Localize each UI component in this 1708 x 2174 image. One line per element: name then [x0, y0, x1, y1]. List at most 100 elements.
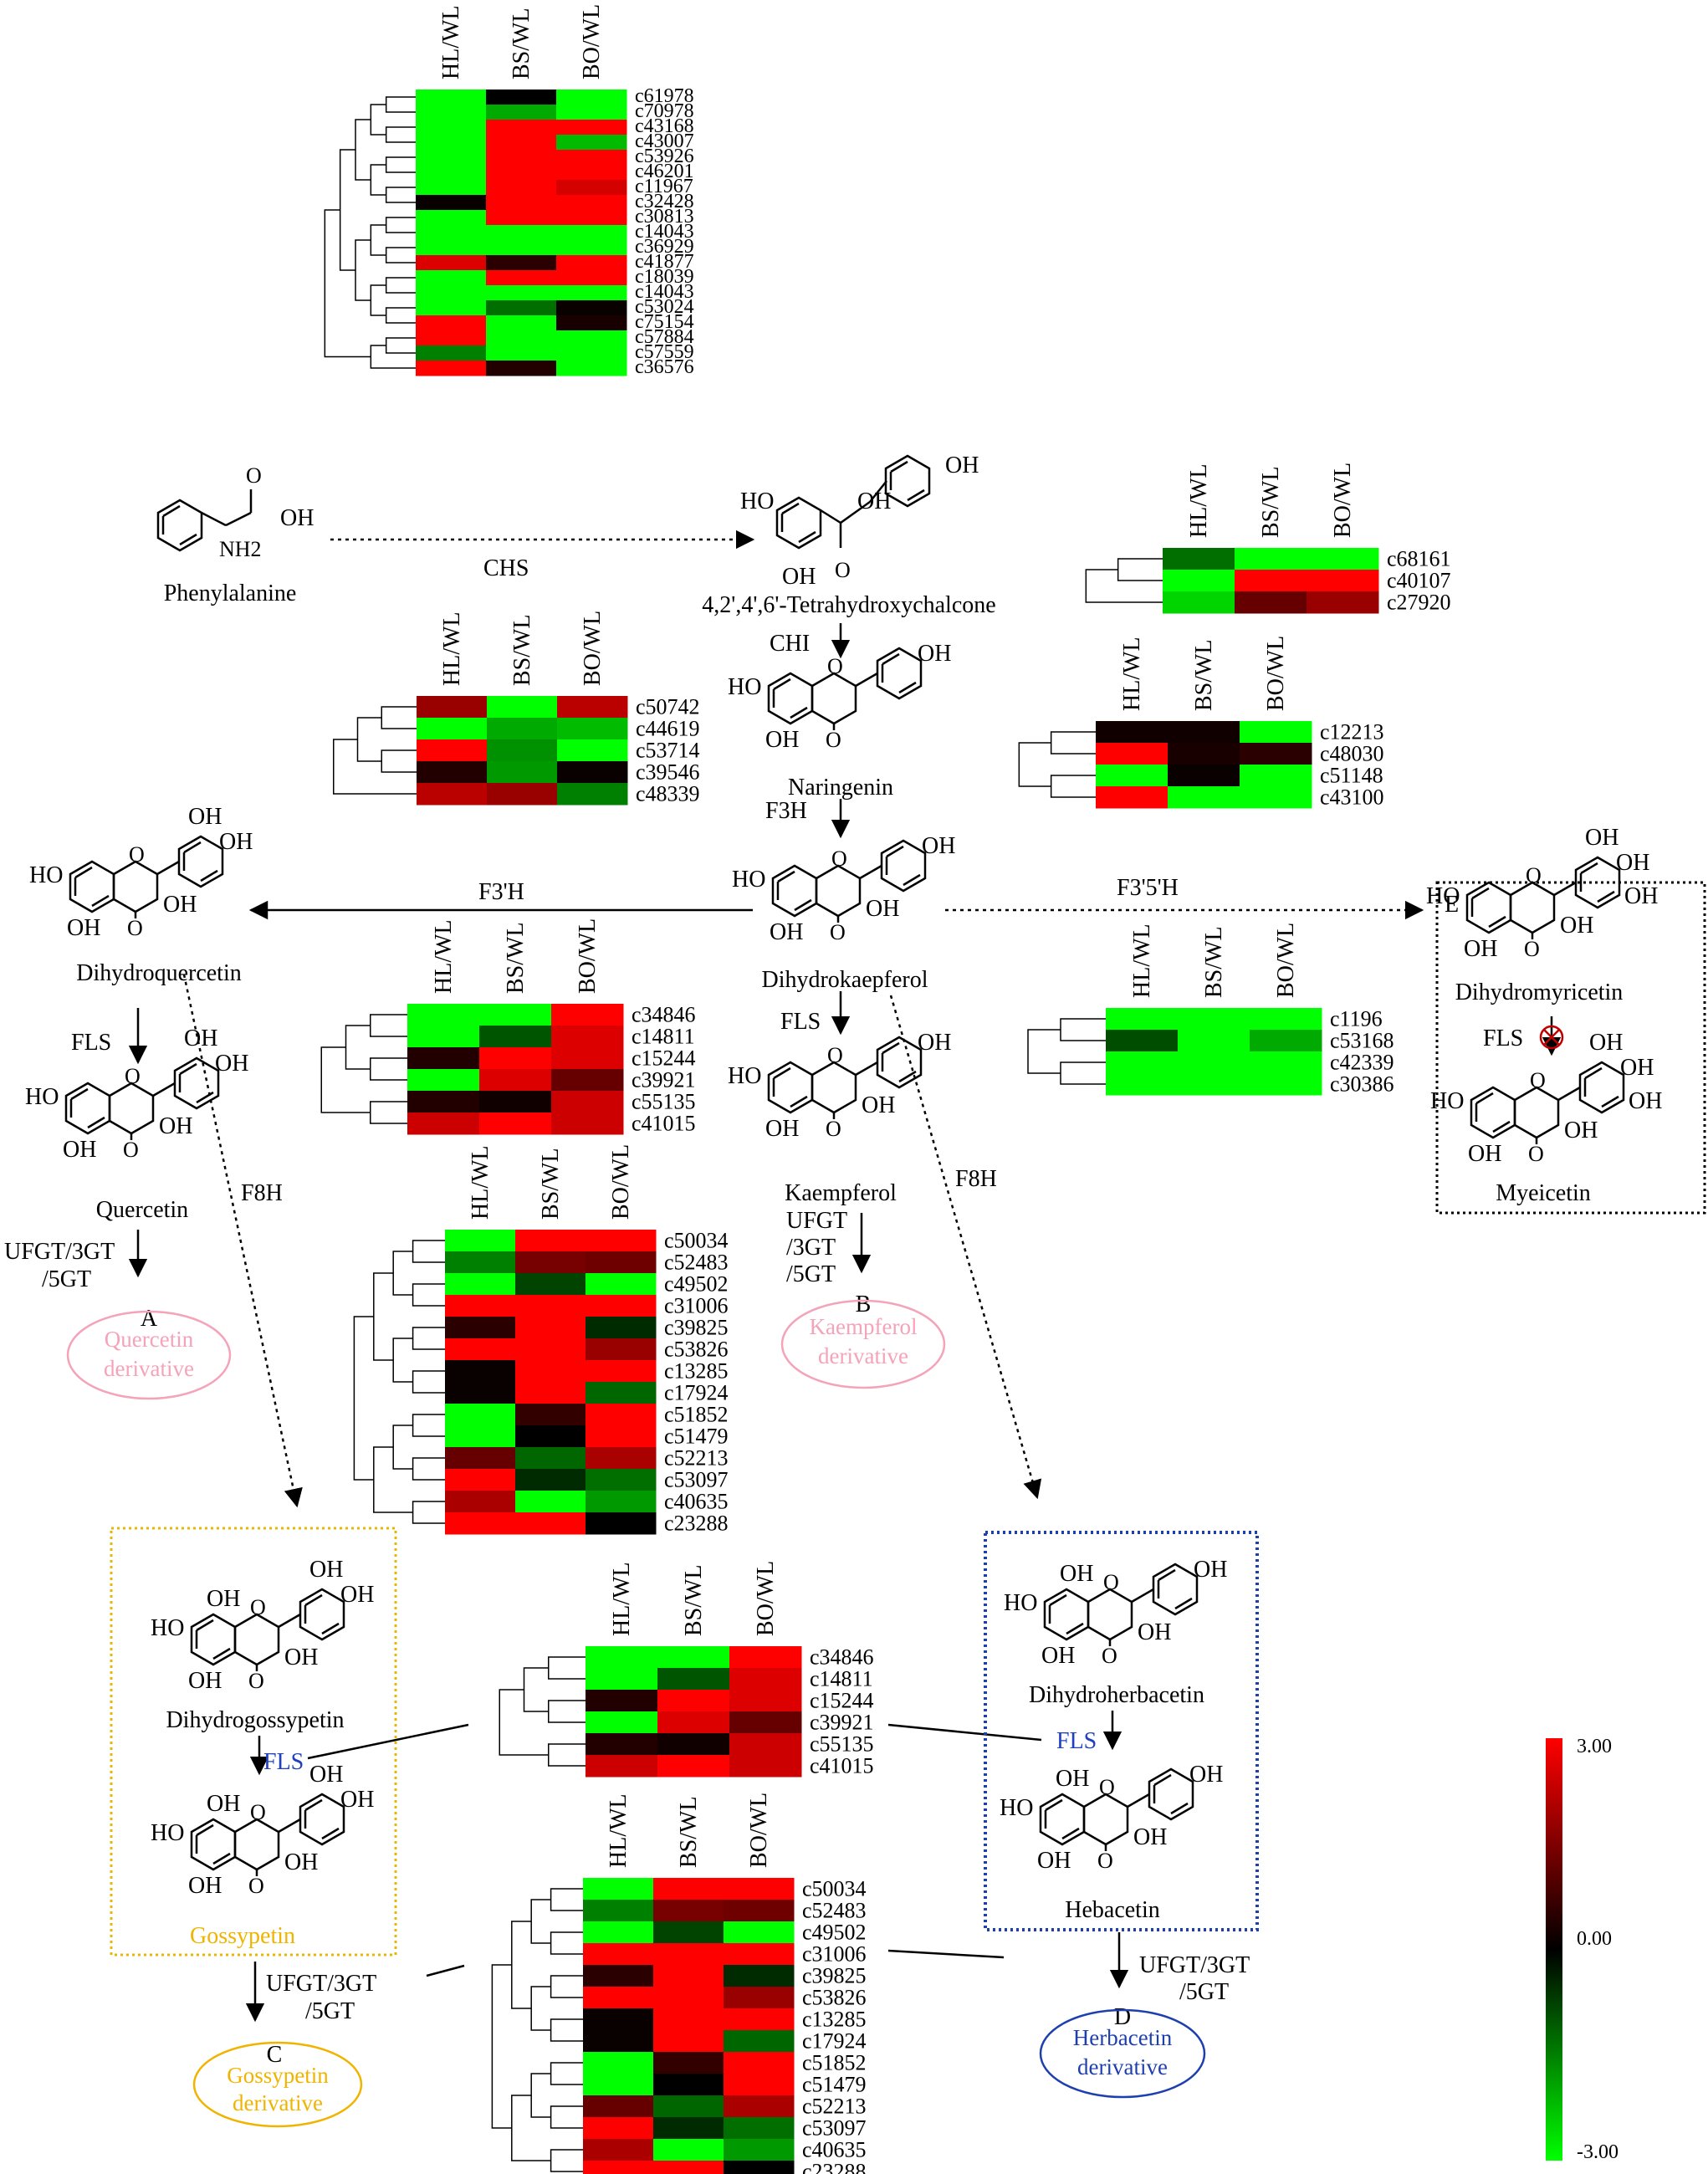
heatmap-cell [515, 1382, 586, 1404]
derivative-a: A Quercetin derivative [66, 1306, 232, 1400]
atom-label: OH [1056, 1766, 1089, 1792]
svg-text:B: B [856, 1292, 872, 1317]
heatmap-cell [556, 105, 627, 120]
heatmap-cell [416, 180, 487, 196]
heatmap-cell [416, 300, 487, 316]
gene-label: c39546 [636, 760, 700, 784]
heatmap-cell [556, 120, 627, 136]
heatmap-cell [586, 1230, 657, 1252]
heatmap-cell [1240, 765, 1312, 787]
gene-label: c40107 [1387, 568, 1451, 592]
heatmap-cell [486, 90, 557, 105]
heatmap-cell [557, 696, 628, 719]
heatmap-cell [724, 2117, 795, 2140]
derivative-b: B Kaempferol derivative [780, 1292, 946, 1389]
atom-label: HO [1426, 883, 1460, 909]
svg-text:C: C [267, 2042, 283, 2068]
atom-label: OH [1564, 1118, 1598, 1143]
atom-label: OH [184, 1026, 217, 1051]
gene-label: c52483 [664, 1250, 729, 1274]
heatmap-cell [1235, 570, 1307, 592]
heatmap-cell [1106, 1008, 1179, 1031]
heatmap-cell [724, 1900, 795, 1922]
heatmap-cell [724, 1878, 795, 1900]
atom-label: O [1524, 937, 1540, 961]
compound-name: Gossypetin [190, 1923, 295, 1949]
svg-text:Quercetin: Quercetin [105, 1327, 194, 1352]
gene-label: c50742 [636, 694, 700, 719]
heatmap-cell [1163, 591, 1235, 614]
heatmap-cell [445, 1273, 516, 1296]
label-f35h: F3'5'H [1117, 875, 1179, 901]
gene-label: c48030 [1320, 741, 1384, 765]
atom-label: OH [280, 505, 314, 531]
gene-label: c13285 [802, 2007, 867, 2031]
heatmap-cell [486, 255, 557, 271]
gene-label: c53097 [802, 2115, 867, 2140]
heatmap-cell [586, 1733, 658, 1756]
heatmap-cell [657, 1733, 730, 1756]
heatmap-cell [417, 761, 488, 784]
column-header: BS/WL [538, 1148, 564, 1220]
heatmap-cell [556, 361, 627, 376]
heatmap-cell [657, 1668, 730, 1691]
gene-label: c40635 [664, 1489, 729, 1513]
label-f3h: F3H [765, 798, 807, 824]
gene-label: c51479 [802, 2072, 867, 2096]
atom-label: OH [188, 1668, 222, 1694]
atom-label: OH [918, 1030, 951, 1056]
heatmap-cell [486, 210, 557, 226]
heatmap-cell [1240, 743, 1312, 765]
gene-label: c50034 [802, 1876, 867, 1900]
heatmap-cell [416, 120, 487, 136]
gene-label: c39825 [664, 1315, 729, 1339]
derivative-c: C Gossypetin derivative [192, 2041, 363, 2128]
gene-label: c53926 [635, 146, 694, 167]
heatmap-cell [1307, 570, 1379, 592]
heatmap-cell [1096, 786, 1168, 809]
heatmap-cell [1250, 1008, 1322, 1031]
heatmap-cell [653, 2030, 724, 2053]
heatmap-cell [445, 1251, 516, 1274]
atom-label: HO [1430, 1088, 1464, 1114]
heatmap-cell [729, 1755, 802, 1778]
atom-label: OH [309, 1557, 343, 1583]
heatmap-cell [486, 105, 557, 120]
heatmap-cell [653, 2139, 724, 2161]
gene-label: c17924 [802, 2028, 867, 2053]
heatmap-cell [583, 2139, 654, 2161]
heatmap-cell [586, 1491, 657, 1513]
heatmap-cell [416, 285, 487, 301]
heatmap-cell [407, 1026, 480, 1048]
heatmap-cell [653, 2095, 724, 2118]
heatmap-cell [653, 1900, 724, 1922]
atom-label: OH [945, 453, 979, 478]
label-fls-e: FLS [1483, 1026, 1523, 1051]
heatmap-cell [583, 1943, 654, 1966]
atom-label: O [827, 1043, 843, 1067]
column-header: BS/WL [1191, 639, 1217, 711]
heatmap-cell [657, 1755, 730, 1778]
heatmap-cell [1106, 1030, 1179, 1052]
heatmap-cell [557, 783, 628, 806]
heatmap-cell [583, 1987, 654, 2009]
gene-label: c53826 [664, 1337, 729, 1361]
heatmap-cell [416, 330, 487, 346]
heatmap-cell [1178, 1030, 1250, 1052]
heatmap-cell [416, 345, 487, 361]
heatmap-cell [586, 1360, 657, 1383]
atom-label: O [1102, 1644, 1117, 1668]
gene-label: c23288 [802, 2159, 867, 2174]
heatmap-cell [724, 1943, 795, 1966]
heatmap-cell [515, 1273, 586, 1296]
compound-name: Dihydroherbacetin [1029, 1682, 1204, 1708]
heatmap-cell [729, 1733, 802, 1756]
heatmap-cell [1240, 786, 1312, 809]
heatmap-cell [1240, 721, 1312, 744]
heatmap-cell [445, 1447, 516, 1470]
heatmap-cell [486, 195, 557, 211]
atom-label: OH [188, 1873, 222, 1899]
dendrogram [1027, 1018, 1106, 1085]
